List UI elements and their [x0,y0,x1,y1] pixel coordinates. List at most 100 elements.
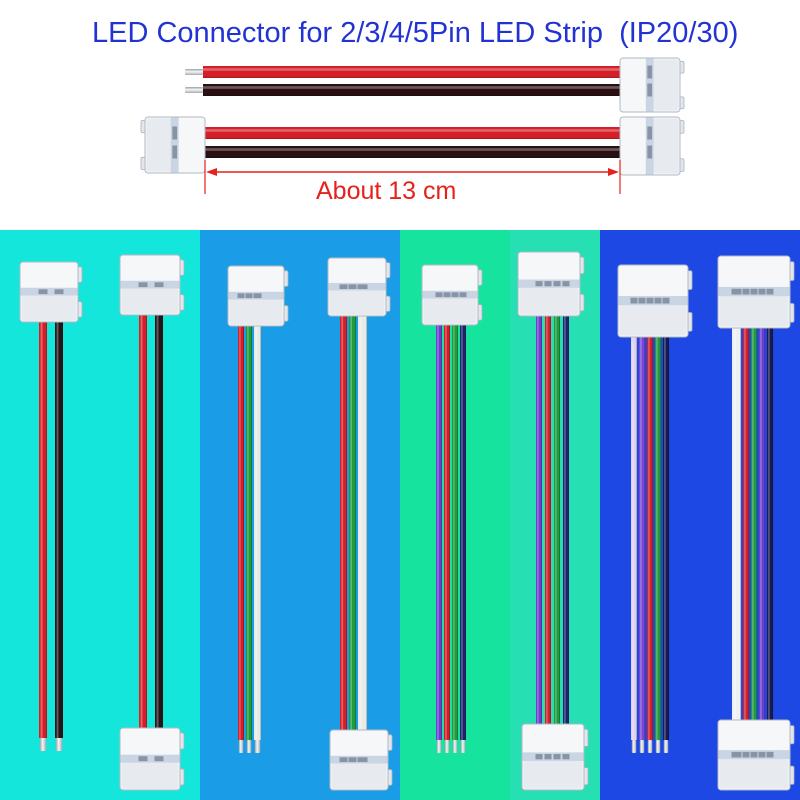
tinned-tip [185,69,203,75]
wire-highlight [546,314,548,727]
clip-contact [758,751,766,758]
clip-contact [562,281,570,287]
clip-contact [357,284,368,290]
wire-shadow [568,314,569,727]
wire-insulation [460,323,466,740]
clip-contact [357,757,368,763]
clip-cover [523,760,583,789]
wire [545,314,551,727]
wire-highlight [350,314,353,733]
wire-shadow [162,313,163,731]
clip-cover [423,298,477,324]
wire-highlight [752,326,754,723]
wire-insulation [238,324,244,740]
wire [743,326,749,723]
wire [759,326,765,723]
wire-insulation [155,313,163,731]
clip-contact [535,281,543,287]
wire-shadow [550,314,551,727]
wire-shadow [260,324,261,740]
wire [536,314,542,727]
wire-insulation [39,320,47,738]
wire [767,326,773,723]
tinned-tip [238,740,244,753]
wire-highlight [640,335,642,740]
wire [203,146,622,158]
wire-highlight [768,326,770,723]
wire-insulation [358,314,367,733]
clip-contact [758,288,766,295]
tinned-tip [444,740,450,753]
wire-highlight [648,335,650,740]
tinned-tip [655,740,661,753]
wire-highlight [239,324,241,740]
clip-cover [719,296,789,327]
clip-cover [121,762,179,789]
tinned-tip [246,740,252,753]
clip-cover [653,59,679,111]
tinned-tip [254,740,261,753]
clip-connector-top [227,265,289,327]
wire-shadow [146,313,147,731]
tinned-tip [647,740,653,753]
clip-contact [435,292,443,298]
top-background [0,0,800,230]
wire-highlight [445,323,447,740]
clip-connector-top [421,264,483,326]
clip-contact [647,65,653,79]
wire [238,324,244,740]
tinned-tip [185,87,203,93]
wire [349,314,356,733]
clip-connector-top [327,257,391,317]
clip-connector-top [517,251,585,317]
clip-contact [646,297,654,304]
wire-shadow [764,326,765,723]
wire [460,323,466,740]
clip-contact [138,756,148,762]
clip-contact [172,126,178,140]
wire-highlight [156,313,159,731]
wire-insulation [545,314,551,727]
wire [751,326,757,723]
wire-shadow [203,76,622,78]
wire-highlight [247,324,249,740]
wire-insulation [444,323,450,740]
dimension-arrow-left [206,168,217,176]
clip-connector-bottom [119,727,185,791]
clip-slot [120,280,180,289]
top-cable-single-connector [185,57,685,113]
clip-cover [121,288,179,314]
wire-insulation [536,314,542,727]
wire [246,324,252,740]
wire-insulation [203,146,622,158]
wire-highlight [203,68,622,71]
wire [444,323,450,740]
clip-contact [154,756,164,762]
wire-insulation [436,323,442,740]
wire-shadow [203,156,622,158]
clip-contact [348,757,357,763]
clip-contact [339,757,348,763]
clip-connector-left [140,116,206,174]
wire-highlight [40,320,43,738]
wire [663,335,669,740]
wire-shadow [203,137,622,139]
wire-shadow [748,326,749,723]
wire-highlight [56,320,59,738]
tinned-tip [631,740,637,753]
clip-contact [245,293,253,299]
wire-highlight [341,314,344,733]
wire [340,314,347,733]
wire-insulation [563,314,569,727]
clip-contact [731,751,742,758]
wire-shadow [636,335,637,740]
wire-highlight [453,323,455,740]
wire-highlight [760,326,762,723]
wire [452,323,458,740]
wire-insulation [246,324,252,740]
tinned-tip [663,740,669,753]
wire-shadow [457,323,458,740]
backdrop-strip [0,230,200,800]
clip-contact [647,83,653,97]
